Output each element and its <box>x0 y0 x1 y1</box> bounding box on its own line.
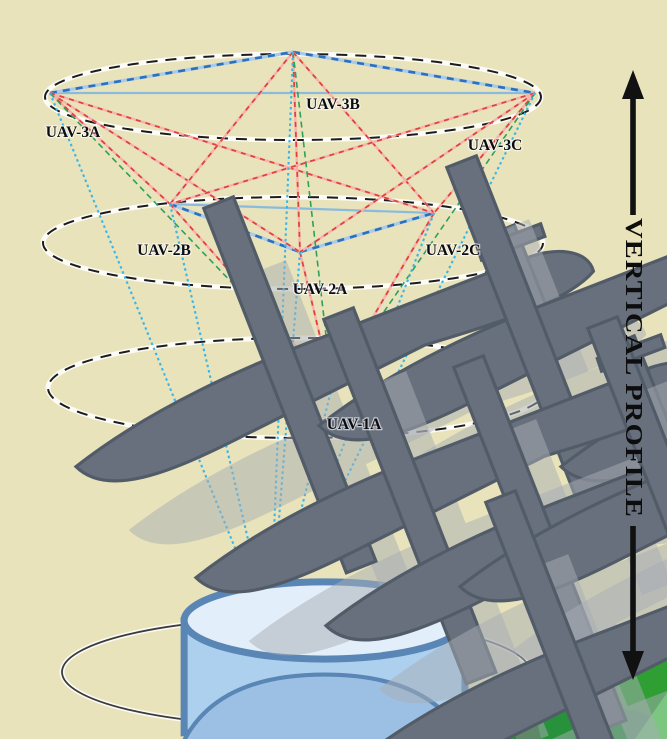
link-uav-3a-uav-2a <box>49 91 301 254</box>
link-uav-3a-uav-2b <box>49 92 171 205</box>
label-uav-3c: UAV-3C <box>468 137 523 154</box>
link-uav-3b-uav-2a <box>291 51 302 253</box>
link-uav-3a-uav-1a <box>49 92 333 388</box>
link-uav-3a-uav-2c <box>49 91 435 215</box>
link-uav-3c-uav-2c <box>433 92 536 214</box>
label-uav-1a: UAV-1A <box>327 416 382 433</box>
link-uav-3b-uav-1a <box>292 51 333 388</box>
link-uav-3b-uav-2c <box>292 51 435 214</box>
vertical-profile-axis: VERTICAL PROFILE <box>620 70 646 680</box>
label-uav-2a: UAV-2A <box>293 281 348 298</box>
axis-arrowhead-up-icon <box>622 70 644 99</box>
link-uav-2a-uav-2c <box>299 211 435 254</box>
axis-shaft-top <box>630 96 636 215</box>
uav-labels-layer: UAV-3A UAV-3B UAV-3C UAV-2B UAV-2A UAV-2C UAV-… <box>44 95 523 435</box>
axis-arrowhead-down-icon <box>622 651 644 680</box>
link-uav-3b-uav-2b <box>169 51 294 205</box>
axis-shaft-bottom <box>630 526 636 652</box>
vertical-profile-label: VERTICAL PROFILE <box>620 218 646 518</box>
link-uav-3c-uav-2a <box>299 92 536 253</box>
label-uav-2b: UAV-2B <box>137 242 191 259</box>
label-uav-3b: UAV-3B <box>306 96 360 113</box>
label-uav-3a: UAV-3A <box>46 124 101 141</box>
link-uav-3c-uav-2b <box>169 91 536 206</box>
link-uav-3a-ground-station <box>49 92 271 635</box>
link-uav-3a-uav-3b <box>49 50 294 95</box>
link-uav-3b-uav-3c <box>292 50 536 95</box>
label-uav-2c: UAV-2C <box>426 242 481 259</box>
